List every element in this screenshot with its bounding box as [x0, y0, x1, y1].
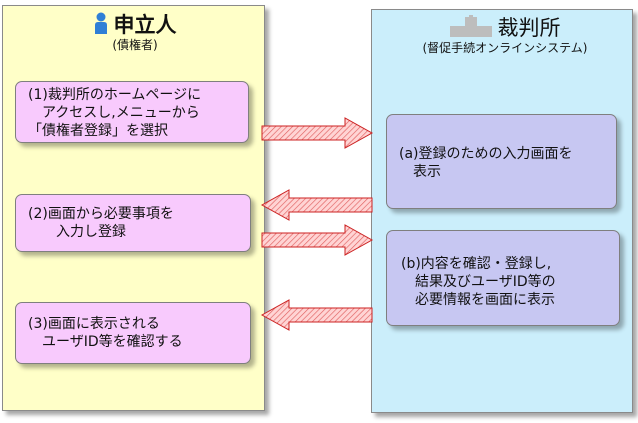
court-title: 裁判所 [497, 16, 561, 40]
step-b-line-1: (b)内容を確認・登録し, [401, 256, 552, 272]
arrow-right-2 [261, 224, 374, 256]
step-1-line-3: 「債権者登録」を選択 [28, 123, 168, 139]
step-2-line-2: 入力し登録 [28, 224, 126, 240]
arrow-right-1 [261, 117, 374, 149]
step-2-box: (2)画面から必要事項を 入力し登録 [15, 194, 251, 252]
applicant-subtitle: (債権者) [112, 38, 158, 52]
step-2-line-1: (2)画面から必要事項を [28, 206, 174, 222]
court-header: 裁判所 (督促手続オンラインシステム) [400, 15, 610, 55]
applicant-title: 申立人 [113, 13, 177, 37]
step-3-box: (3)画面に表示される ユーザID等を確認する [15, 302, 251, 364]
step-b-line-3: 必要情報を画面に表示 [401, 292, 555, 308]
step-a-line-1: (a)登録のための入力画面を [399, 146, 573, 162]
court-panel [371, 9, 633, 413]
step-1-box: (1)裁判所のホームページに アクセスし,メニューから 「債権者登録」を選択 [15, 81, 249, 143]
step-b-box: (b)内容を確認・登録し, 結果及びユーザID等の 必要情報を画面に表示 [386, 230, 620, 326]
arrow-left-2 [260, 299, 373, 331]
applicant-header: 申立人 (債権者) [80, 12, 190, 52]
step-a-box: (a)登録のための入力画面を 表示 [386, 114, 617, 209]
step-3-line-2: ユーザID等を確認する [28, 334, 183, 350]
person-icon [94, 12, 108, 38]
step-a-line-2: 表示 [399, 164, 441, 180]
step-3-line-1: (3)画面に表示される [28, 316, 160, 332]
step-1-line-1: (1)裁判所のホームページに [28, 87, 202, 103]
arrow-left-1 [260, 189, 373, 221]
court-subtitle: (督促手続オンラインシステム) [422, 41, 588, 55]
step-1-line-2: アクセスし,メニューから [28, 105, 200, 121]
building-icon [449, 15, 492, 41]
step-b-line-2: 結果及びユーザID等の [401, 274, 556, 290]
